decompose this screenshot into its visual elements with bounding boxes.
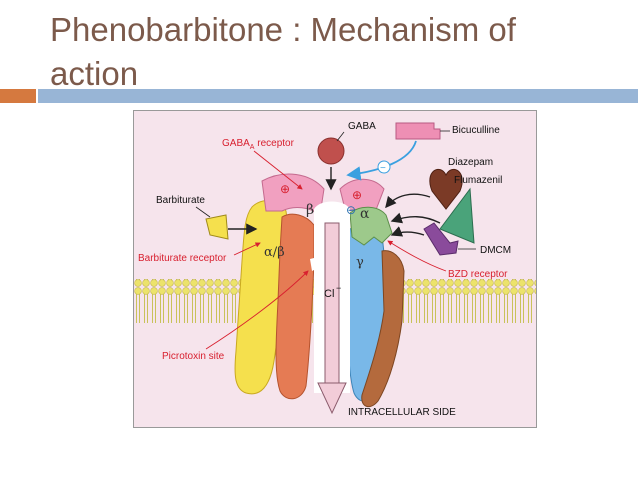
chloride-arrow-shaft xyxy=(324,222,340,386)
gaba-receptor-pointer xyxy=(253,150,303,190)
bicuculline-minus-sign: − xyxy=(380,163,386,174)
diazepam-label: Diazepam xyxy=(448,157,493,168)
gaba-molecule xyxy=(317,137,345,165)
dmcm-shape xyxy=(423,222,459,256)
bzd-receptor-pointer xyxy=(387,240,447,272)
barbiturate-label: Barbiturate xyxy=(156,195,205,206)
bicuculline-inhibition-arrow xyxy=(346,140,417,181)
chloride-label: Cl xyxy=(324,288,334,300)
bicuculline-label: Bicuculline xyxy=(452,125,500,136)
barbiturate-receptor-pointer xyxy=(233,242,261,256)
diazepam-arrow xyxy=(385,193,431,209)
intracellular-side-label: INTRACELLULAR SIDE xyxy=(348,407,456,418)
brown-subunit xyxy=(361,250,405,408)
gamma-label: γ xyxy=(356,255,364,270)
alpha-subunit-cap xyxy=(349,206,393,246)
bicuculline-shape xyxy=(395,122,441,140)
slide-title: Phenobarbitone : Mechanism of action xyxy=(50,11,516,92)
plus-sign-alpha: ⊕ xyxy=(352,188,362,202)
barbiturate-shape xyxy=(205,214,229,240)
gaba-receptor-diagram: Cl − β α α/β γ ⊕ ⊕ ⊖ GABA GABAA receptor… xyxy=(133,110,537,428)
title-accent-bar-orange xyxy=(0,89,36,103)
gaba-label: GABA xyxy=(348,121,376,132)
bicuculline-minus-circle xyxy=(377,160,391,174)
plus-sign-beta: ⊕ xyxy=(280,182,290,196)
alpha-label: α xyxy=(360,206,370,222)
beta-label: β xyxy=(306,202,314,218)
flumazenil-arrow xyxy=(390,212,441,224)
bzd-receptor-label: BZD receptor xyxy=(448,269,508,280)
diazepam-shape xyxy=(429,169,463,210)
minus-sign-alpha: ⊖ xyxy=(346,203,356,217)
flumazenil-shape xyxy=(439,187,475,244)
orange-subunit xyxy=(275,213,315,400)
gaba-receptor-label: GABAA receptor xyxy=(222,138,295,151)
chloride-charge: − xyxy=(336,283,341,293)
gaba-pointer xyxy=(336,131,345,142)
barbiturate-receptor-label: Barbiturate receptor xyxy=(138,253,227,264)
picrotoxin-site-label: Picrotoxin site xyxy=(162,351,225,362)
barbiturate-pointer xyxy=(195,206,211,218)
title-accent-bar-blue xyxy=(38,89,638,103)
chloride-arrow-head xyxy=(317,382,347,415)
dmcm-label: DMCM xyxy=(480,245,511,256)
dmcm-arrow xyxy=(390,226,425,237)
flumazenil-label: Flumazenil xyxy=(454,175,502,186)
alpha-beta-label: α/β xyxy=(264,245,285,260)
picrotoxin-site-pointer xyxy=(205,270,309,350)
